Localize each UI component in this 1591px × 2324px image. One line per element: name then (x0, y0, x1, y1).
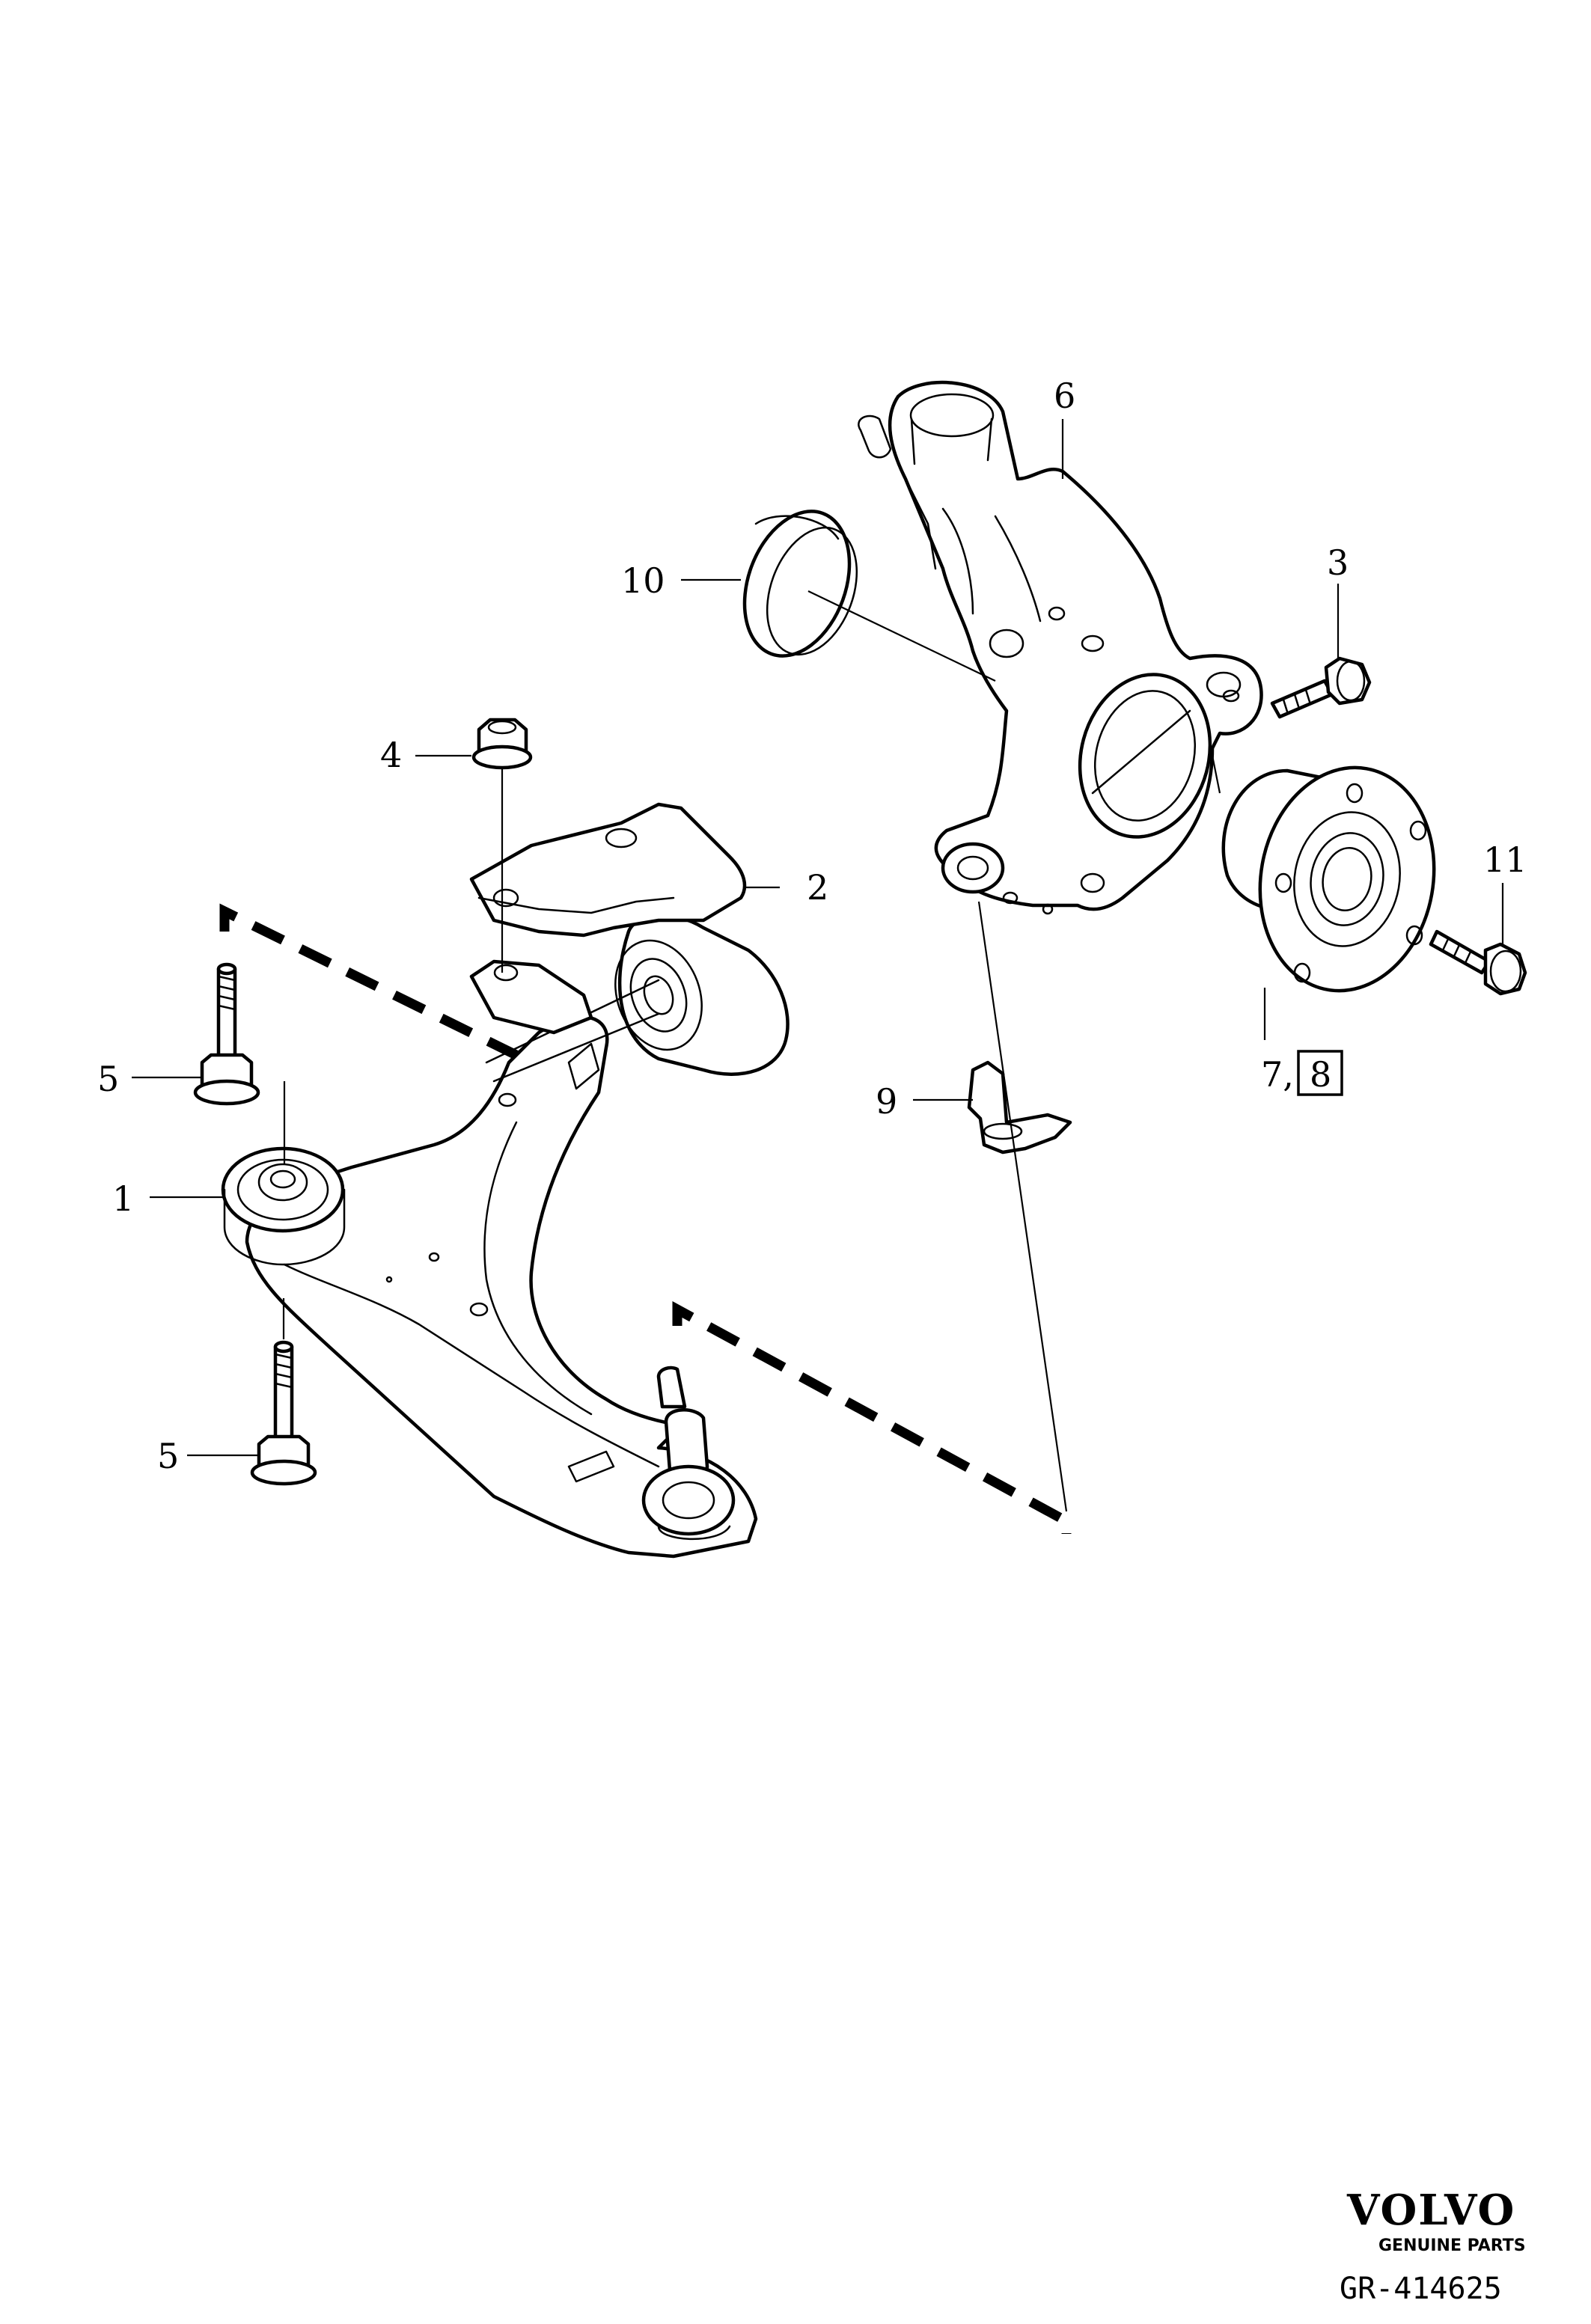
callout-3: 3 (1327, 542, 1349, 583)
diagram-reference: GR-414625 (1340, 2272, 1502, 2306)
seal-ring-part-10 (742, 510, 858, 658)
callout-2: 2 (807, 867, 828, 908)
wheel-hub-part-7 (1221, 765, 1436, 993)
callout-9: 8 (1310, 1054, 1331, 1095)
callout-11: 11 (1483, 840, 1527, 880)
assembly-dashed-line-upper (219, 903, 534, 1067)
callout-1: 1 (112, 1178, 134, 1219)
bolt-part-11 (1429, 929, 1527, 996)
callout-9-box (1297, 1050, 1343, 1096)
callout-5-lower: 5 (157, 1436, 179, 1476)
nut-part-4 (471, 718, 533, 770)
clip-part-8 (967, 1060, 1072, 1155)
callout-6: 6 (1054, 376, 1075, 416)
brand-subtitle: GENUINE PARTS (1378, 2236, 1526, 2255)
brand-logo-text: VOLVO (1346, 2186, 1515, 2235)
callout-4: 4 (380, 735, 402, 775)
leader-lines (132, 419, 1504, 1512)
bracket-part-2 (469, 802, 747, 1035)
control-arm-part-1 (221, 914, 790, 1559)
bolt-part-5-lower (250, 1340, 317, 1486)
steering-knuckle-part-6 (858, 380, 1263, 915)
brand-block: VOLVO GENUINE PARTS GR-414625 (1340, 2186, 1526, 2306)
callout-8: 9 (876, 1081, 897, 1122)
callout-7: 7, (1261, 1054, 1294, 1095)
callout-5-upper: 5 (97, 1059, 119, 1099)
bolt-part-5-upper (193, 962, 260, 1106)
bolt-part-3 (1270, 656, 1372, 719)
assembly-dashed-line-lower (672, 1301, 1072, 1534)
callout-10: 10 (621, 560, 665, 601)
